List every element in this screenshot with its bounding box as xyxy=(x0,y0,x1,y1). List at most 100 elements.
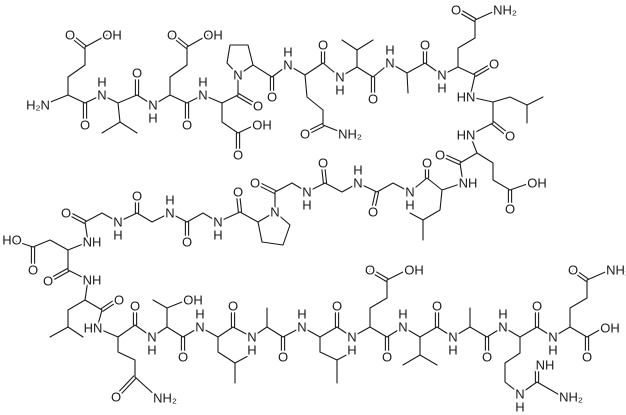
double-bond xyxy=(48,268,68,280)
atom-label-o: O xyxy=(451,3,461,18)
atom-label-h: H xyxy=(405,198,414,213)
atom-label-n: N xyxy=(405,185,414,200)
double-bond xyxy=(118,377,137,397)
atom-label-oh: OH xyxy=(404,263,424,278)
atom-label-o: O xyxy=(582,350,592,365)
double-bond xyxy=(239,193,243,213)
atom-label-h: H xyxy=(113,228,122,243)
atom-label-o: O xyxy=(435,148,445,163)
side-chain xyxy=(304,74,344,134)
atom-label-oh: OH xyxy=(183,293,203,308)
atom-label-hn: HN xyxy=(457,128,476,143)
side-chain xyxy=(336,351,353,361)
atom-label-o: O xyxy=(250,176,260,191)
atom-label-o: O xyxy=(267,90,277,105)
atom-label-h: H xyxy=(437,81,446,96)
atom-label-n: N xyxy=(437,68,446,83)
atom-label-o: O xyxy=(318,38,328,53)
double-bond xyxy=(493,121,510,135)
double-bond xyxy=(172,33,189,47)
proline-ring xyxy=(257,211,291,246)
atom-label-o: O xyxy=(65,28,75,43)
double-bond xyxy=(368,270,387,282)
atom-label-oh: OH xyxy=(102,28,122,43)
side-chain xyxy=(11,239,69,251)
atom-label-nh: NH xyxy=(83,235,102,250)
double-bond xyxy=(324,164,328,184)
side-chain xyxy=(457,9,498,68)
atom-label-h2n: H₂N xyxy=(26,98,50,113)
atom-label-h: H xyxy=(385,43,394,58)
side-chain xyxy=(341,39,358,68)
atom-label-o: O xyxy=(130,299,140,314)
atom-label-o: O xyxy=(482,350,492,365)
side-chain xyxy=(217,336,236,384)
atom-label-o: O xyxy=(332,299,342,314)
side-chain xyxy=(49,299,86,338)
side-chain xyxy=(234,354,251,364)
side-chain xyxy=(569,269,611,328)
atom-label-n: N xyxy=(548,330,557,345)
atom-label-n: N xyxy=(165,206,174,221)
atom-label-o: O xyxy=(111,390,121,405)
double-bond xyxy=(236,95,255,107)
atom-label-hn: HN xyxy=(457,90,476,105)
double-bond xyxy=(102,300,119,312)
atom-label-o: O xyxy=(114,293,124,308)
side-chain xyxy=(356,39,374,51)
side-chain xyxy=(221,102,256,134)
atom-label-o: O xyxy=(61,206,71,221)
atom-label-h: H xyxy=(448,343,457,358)
atom-label-o: O xyxy=(505,129,515,144)
atom-label-o: O xyxy=(420,38,430,53)
atom-label-nh: NH xyxy=(83,273,102,288)
atom-label-h: H xyxy=(165,193,174,208)
atom-label-h: H xyxy=(335,83,344,98)
double-bond xyxy=(473,63,492,75)
double-bond xyxy=(257,181,277,192)
atom-label-n: N xyxy=(147,330,156,345)
atom-label-o: O xyxy=(422,156,432,171)
atom-label-n: N xyxy=(213,215,222,230)
atom-label-nh2: NH₂ xyxy=(153,391,177,406)
side-chain xyxy=(476,152,531,191)
atom-label-n: N xyxy=(398,320,407,335)
atom-label-oh: OH xyxy=(600,321,620,336)
double-bond xyxy=(456,10,475,22)
atom-label-o: O xyxy=(182,118,192,133)
atom-label-nh2: NH₂ xyxy=(559,390,583,405)
atom-label-o: O xyxy=(432,299,442,314)
atom-label-n: N xyxy=(195,320,204,335)
atom-label-h: H xyxy=(195,307,204,322)
double-bond xyxy=(571,270,587,282)
atom-label-ho: HO xyxy=(2,233,22,248)
atom-label-n: N xyxy=(347,330,356,345)
atom-label-o: O xyxy=(28,263,38,278)
atom-label-o: O xyxy=(300,127,310,142)
double-bond xyxy=(475,65,494,77)
double-bond xyxy=(68,211,87,222)
atom-label-o: O xyxy=(233,185,243,200)
atom-label-o: O xyxy=(43,274,53,289)
double-bond xyxy=(170,35,187,49)
backbone xyxy=(252,62,494,213)
atom-label-n: N xyxy=(302,185,311,200)
side-chain xyxy=(406,72,409,94)
side-chain xyxy=(369,269,408,328)
atom-label-n: N xyxy=(498,320,507,335)
double-bond xyxy=(374,191,380,211)
atom-label-h: H xyxy=(353,163,362,178)
side-chain xyxy=(119,121,138,134)
atom-label-n: N xyxy=(353,176,362,191)
atom-label-hn: HN xyxy=(84,321,103,336)
atom-label-n: N xyxy=(335,70,344,85)
side-chain xyxy=(101,102,121,134)
atom-label-h: H xyxy=(297,307,306,322)
atom-label-n: N xyxy=(148,98,157,113)
atom-label-h: H xyxy=(198,75,207,90)
double-bond xyxy=(370,191,376,211)
atom-label-o: O xyxy=(253,99,263,114)
atom-label-o: O xyxy=(365,263,375,278)
